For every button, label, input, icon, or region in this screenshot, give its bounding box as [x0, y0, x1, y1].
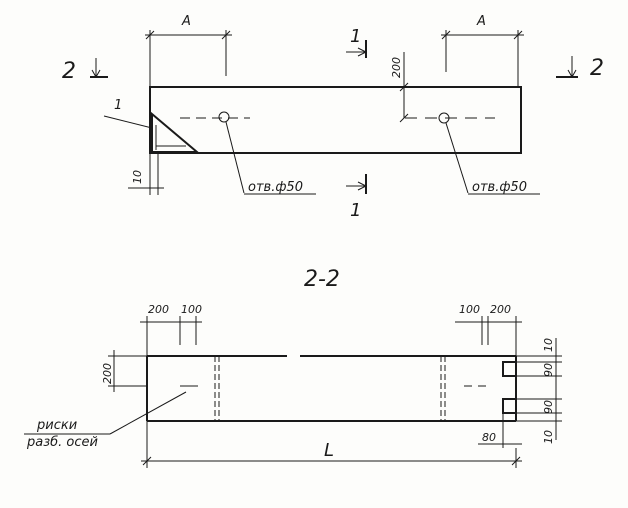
- hole-label-right: отв.ф50: [472, 180, 527, 195]
- triangle-insert: [151, 111, 200, 153]
- note-line1: риски: [36, 418, 77, 433]
- section1-bot-head: [357, 181, 368, 191]
- dim-a-right: A: [476, 14, 486, 29]
- notch-top: [502, 361, 516, 377]
- notch-bottom: [502, 398, 516, 414]
- tick: [511, 456, 521, 466]
- hole-left: [218, 111, 230, 123]
- dim-200-right: 200: [490, 303, 511, 316]
- callout-1-leader: [103, 115, 153, 129]
- tick: [142, 456, 152, 466]
- section-arrow-left-head: [91, 69, 101, 79]
- callout-1: 1: [114, 98, 122, 113]
- dim-10: 10: [131, 170, 144, 184]
- beam-plan-outline: [149, 86, 522, 154]
- dim-80: 80: [482, 431, 496, 444]
- hole-left-leader: [225, 121, 245, 194]
- dim-200-height: 200: [101, 363, 114, 384]
- dim-90-top: 90: [542, 363, 555, 377]
- section-marker-left: 2: [62, 59, 76, 84]
- dim-10-bottom: 10: [542, 430, 555, 444]
- dim-10-top: 10: [542, 338, 555, 352]
- hole-right-leader: [445, 122, 469, 194]
- tick: [441, 30, 451, 40]
- section-view: 2-2 200 100 100 200: [24, 267, 562, 468]
- note-line2: разб. осей: [26, 435, 98, 450]
- top-view: A A 2 2 1 1 200 1: [62, 14, 604, 221]
- dim-200-vertical: 200: [390, 57, 403, 78]
- section-marker-top: 1: [350, 26, 361, 47]
- hole-right: [438, 112, 450, 124]
- dim-a-left: A: [181, 14, 191, 29]
- section1-top-head: [357, 47, 368, 57]
- section-arrow-right-head: [567, 69, 577, 79]
- hole-label-left: отв.ф50: [248, 180, 303, 195]
- tick: [513, 30, 523, 40]
- dim-L: L: [324, 440, 334, 461]
- dim-100-left: 100: [181, 303, 202, 316]
- tick: [399, 113, 409, 123]
- tick: [145, 30, 155, 40]
- section-marker-right: 2: [590, 56, 604, 81]
- dim-100-right: 100: [459, 303, 480, 316]
- note-leader: [109, 391, 187, 435]
- tick: [399, 82, 409, 92]
- dim-90-bottom: 90: [542, 400, 555, 414]
- tick: [221, 30, 231, 40]
- dim-200-left: 200: [148, 303, 169, 316]
- section-title: 2-2: [304, 267, 340, 292]
- section-marker-bottom: 1: [350, 200, 361, 221]
